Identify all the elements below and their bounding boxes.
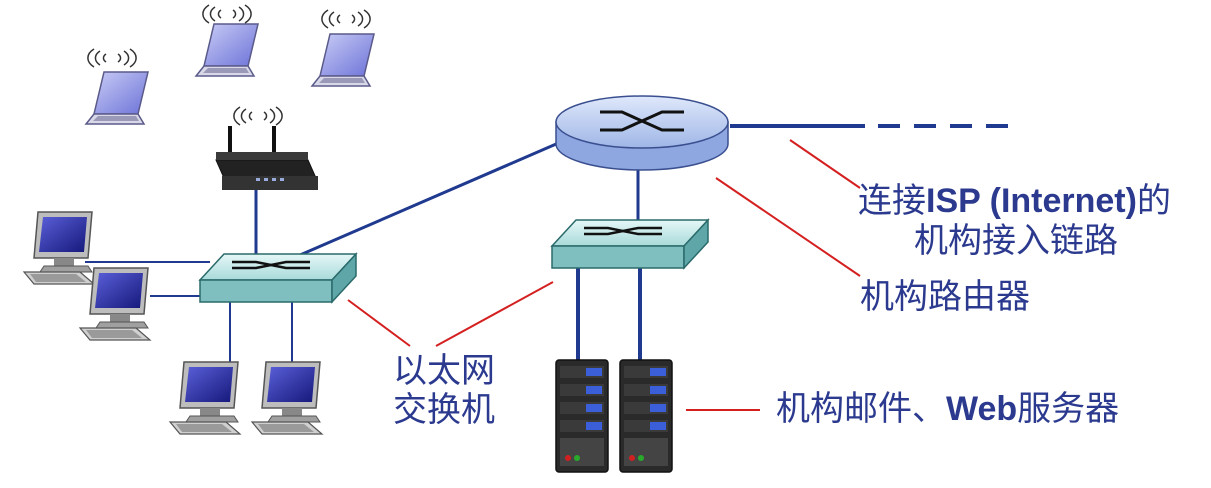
network-links	[85, 124, 1015, 370]
servers-label: 机构邮件、Web服务器	[776, 389, 1120, 429]
isp-callout-line	[789, 139, 861, 189]
isp-link-label-line2: 机构接入链路	[914, 221, 1118, 261]
laptop-icon	[195, 23, 259, 77]
laptop-icon	[311, 33, 375, 87]
router-callout-line	[715, 177, 861, 277]
ethernet-switch-icon	[198, 252, 358, 304]
isp-link-suffix: 的	[1136, 181, 1171, 221]
desktop-computer-icon	[251, 361, 323, 435]
desktop-computer-icon	[169, 361, 241, 435]
laptop-icon	[85, 71, 149, 125]
wifi-arcs-icon	[321, 9, 371, 29]
callout-lines	[347, 139, 861, 411]
router-label: 机构路由器	[860, 277, 1030, 317]
switch-label-line2: 交换机	[393, 390, 495, 431]
desktop-computer-icon	[79, 267, 151, 341]
isp-link-prefix: 连接	[858, 181, 926, 221]
servers-prefix: 机构邮件、	[776, 389, 946, 429]
wifi-arcs-icon	[202, 4, 252, 24]
wifi-arcs-icon	[87, 48, 137, 68]
isp-link-bold: ISP (Internet)	[926, 182, 1137, 220]
switch-label: 以太网 交换机	[388, 351, 500, 431]
router-icon	[555, 95, 729, 171]
servers-suffix: 服务器	[1017, 389, 1120, 429]
desktop-computer-icon	[23, 211, 95, 285]
wireless-router-icon	[215, 106, 318, 190]
servers-bold: Web	[946, 390, 1018, 428]
isp-link-label-line1: 连接ISP (Internet)的	[858, 181, 1171, 221]
switch-to-router-link	[299, 136, 571, 257]
switch-callout-line-right	[435, 281, 554, 347]
switch-label-line1: 以太网	[393, 351, 495, 391]
ethernet-switch-icon	[550, 218, 710, 270]
server-icon	[619, 359, 673, 473]
switch-callout-line-left	[347, 299, 411, 347]
server-icon	[555, 359, 609, 473]
